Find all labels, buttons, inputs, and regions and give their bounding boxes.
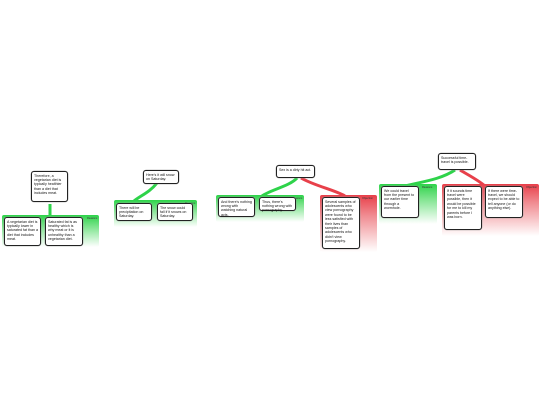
premise-box[interactable]: If it sounds time travel were possible, …: [444, 186, 482, 230]
objection-tag: Objection: [526, 186, 537, 189]
premise-box[interactable]: We could travel from the present to our …: [381, 186, 419, 218]
claim-box[interactable]: Here's it will snow on Saturday.: [143, 170, 179, 184]
support-connector: [133, 182, 159, 203]
premise-box[interactable]: There will be precipitation on Saturday.: [116, 203, 152, 221]
premise-box[interactable]: If there were time-travel, we should exp…: [485, 186, 523, 218]
premise-box[interactable]: Saturated fat is as healthy which is why…: [45, 217, 83, 246]
support-tag: Reasons: [292, 197, 303, 200]
premise-box[interactable]: Thus, there's nothing wrong with pornogr…: [259, 197, 296, 212]
support-connector: [261, 176, 299, 198]
premise-box[interactable]: The snow could fall if it snows on Satur…: [157, 203, 193, 221]
objection-connector: [300, 176, 346, 198]
claim-box[interactable]: Therefore, a vegetarian diet is typicall…: [31, 171, 68, 202]
support-tag: Reasons: [87, 217, 98, 220]
premise-box[interactable]: And there's nothing wrong with watching …: [218, 197, 255, 217]
claim-box[interactable]: Successful time-travel is possible.: [438, 153, 476, 170]
support-tag: Reasons: [422, 186, 433, 189]
premise-box[interactable]: Several samples of adolescents who view …: [322, 197, 360, 249]
premise-box[interactable]: A vegetarian diet is typically lower in …: [4, 217, 41, 246]
claim-box[interactable]: Sex is a dirty hit act.: [276, 165, 315, 178]
objection-tag: Objection: [362, 197, 373, 200]
